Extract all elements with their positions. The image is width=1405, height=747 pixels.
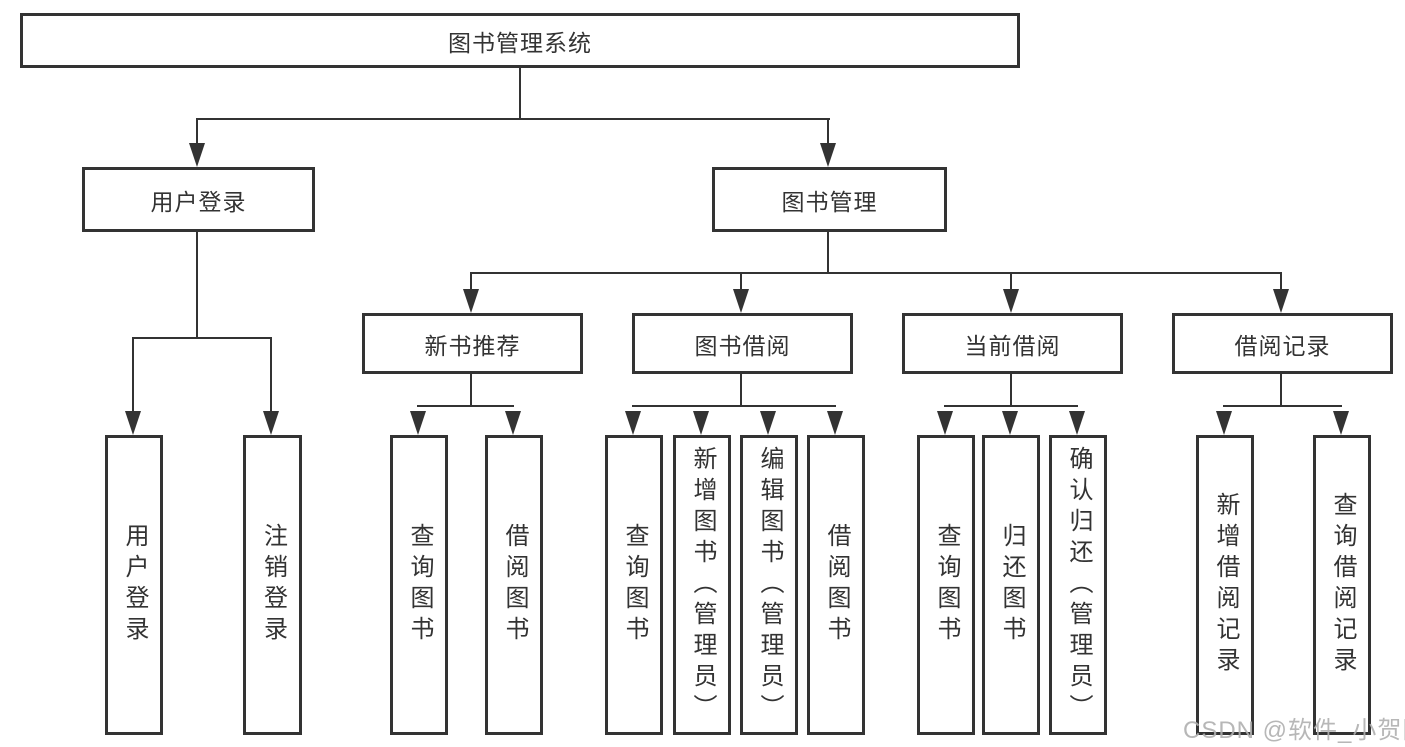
connector-records-rail bbox=[1223, 405, 1342, 407]
arrow-down-icon bbox=[625, 411, 641, 435]
leaf-query-borrow-record-label: 查询借阅记录 bbox=[1329, 492, 1356, 678]
node-new-book-recommend-label: 新书推荐 bbox=[424, 332, 521, 359]
arrow-down-icon bbox=[1002, 411, 1018, 435]
leaf-query-books-current-label: 查询图书 bbox=[933, 523, 960, 647]
leaf-borrow-books-recommend-label: 借阅图书 bbox=[501, 523, 528, 647]
connector-drop-user-login bbox=[196, 118, 198, 145]
node-library-system: 图书管理系统 bbox=[20, 13, 1020, 68]
leaf-logout-label: 注销登录 bbox=[259, 523, 287, 647]
node-current-borrow-label: 当前借阅 bbox=[964, 332, 1061, 359]
node-current-borrow: 当前借阅 bbox=[902, 313, 1123, 374]
node-user-login: 用户登录 bbox=[82, 167, 315, 232]
node-borrow-records-label: 借阅记录 bbox=[1234, 332, 1331, 359]
arrow-down-icon bbox=[463, 289, 479, 313]
connector-newbook-stem bbox=[470, 374, 472, 405]
arrow-down-icon bbox=[827, 411, 843, 435]
leaf-add-borrow-record: 新增借阅记录 bbox=[1196, 435, 1254, 735]
leaf-logout: 注销登录 bbox=[243, 435, 302, 735]
arrow-down-icon bbox=[505, 411, 521, 435]
leaf-query-books-borrow-label: 查询图书 bbox=[621, 523, 648, 647]
leaf-query-books-recommend: 查询图书 bbox=[390, 435, 448, 735]
connector-drop-level2 bbox=[470, 272, 472, 291]
leaf-borrow-books-recommend: 借阅图书 bbox=[485, 435, 543, 735]
connector-drop-leaf bbox=[270, 337, 272, 413]
connector-root-rail bbox=[196, 118, 830, 120]
leaf-user-login: 用户登录 bbox=[105, 435, 163, 735]
connector-borrow-rail bbox=[632, 405, 836, 407]
arrow-down-icon bbox=[1216, 411, 1232, 435]
leaf-query-borrow-record: 查询借阅记录 bbox=[1313, 435, 1371, 735]
leaf-confirm-return-admin: 确认归还（管理员） bbox=[1049, 435, 1107, 735]
node-borrow-records: 借阅记录 bbox=[1172, 313, 1393, 374]
arrow-down-icon bbox=[937, 411, 953, 435]
connector-root-stem bbox=[519, 68, 521, 118]
node-book-management-label: 图书管理 bbox=[781, 188, 878, 215]
leaf-borrow-books: 借阅图书 bbox=[807, 435, 865, 735]
node-user-login-label: 用户登录 bbox=[150, 188, 247, 215]
arrow-down-icon bbox=[125, 411, 141, 435]
arrow-down-icon bbox=[1333, 411, 1349, 435]
leaf-return-books-label: 归还图书 bbox=[998, 523, 1025, 647]
connector-records-stem bbox=[1280, 374, 1282, 405]
csdn-watermark: CSDN @软件_小贺同学 bbox=[1183, 717, 1405, 744]
leaf-edit-book-admin-label: 编辑图书（管理员） bbox=[756, 445, 783, 725]
leaf-return-books: 归还图书 bbox=[982, 435, 1040, 735]
leaf-query-books-recommend-label: 查询图书 bbox=[406, 523, 433, 647]
arrow-down-icon bbox=[693, 411, 709, 435]
connector-newbook-rail bbox=[417, 405, 514, 407]
arrow-down-icon bbox=[760, 411, 776, 435]
arrow-down-icon bbox=[1273, 289, 1289, 313]
leaf-confirm-return-admin-label: 确认归还（管理员） bbox=[1065, 445, 1092, 725]
connector-current-stem bbox=[1010, 374, 1012, 405]
connector-userlogin-stem bbox=[196, 232, 198, 337]
leaf-add-book-admin-label: 新增图书（管理员） bbox=[689, 445, 716, 725]
connector-borrow-stem bbox=[740, 374, 742, 405]
leaf-query-books-borrow: 查询图书 bbox=[605, 435, 663, 735]
arrow-down-icon bbox=[1003, 289, 1019, 313]
arrow-down-icon bbox=[733, 289, 749, 313]
arrow-down-icon bbox=[410, 411, 426, 435]
leaf-add-book-admin: 新增图书（管理员） bbox=[673, 435, 731, 735]
connector-drop-level2 bbox=[1010, 272, 1012, 291]
node-book-borrow-label: 图书借阅 bbox=[694, 332, 791, 359]
connector-userlogin-rail bbox=[132, 337, 272, 339]
arrow-down-icon bbox=[189, 143, 205, 167]
arrow-down-icon bbox=[1069, 411, 1085, 435]
connector-bookmgmt-stem bbox=[827, 232, 829, 272]
leaf-borrow-books-label: 借阅图书 bbox=[823, 523, 850, 647]
leaf-edit-book-admin: 编辑图书（管理员） bbox=[740, 435, 798, 735]
arrow-down-icon bbox=[820, 143, 836, 167]
node-library-system-label: 图书管理系统 bbox=[448, 29, 592, 56]
arrow-down-icon bbox=[263, 411, 279, 435]
node-book-borrow: 图书借阅 bbox=[632, 313, 853, 374]
node-new-book-recommend: 新书推荐 bbox=[362, 313, 583, 374]
connector-bookmgmt-rail bbox=[470, 272, 1282, 274]
connector-current-rail bbox=[944, 405, 1078, 407]
connector-drop-book-management bbox=[827, 118, 829, 145]
connector-drop-level2 bbox=[740, 272, 742, 291]
connector-drop-level2 bbox=[1280, 272, 1282, 291]
leaf-query-books-current: 查询图书 bbox=[917, 435, 975, 735]
leaf-user-login-label: 用户登录 bbox=[121, 523, 148, 647]
node-book-management: 图书管理 bbox=[712, 167, 947, 232]
leaf-add-borrow-record-label: 新增借阅记录 bbox=[1212, 492, 1239, 678]
connector-drop-leaf bbox=[132, 337, 134, 413]
